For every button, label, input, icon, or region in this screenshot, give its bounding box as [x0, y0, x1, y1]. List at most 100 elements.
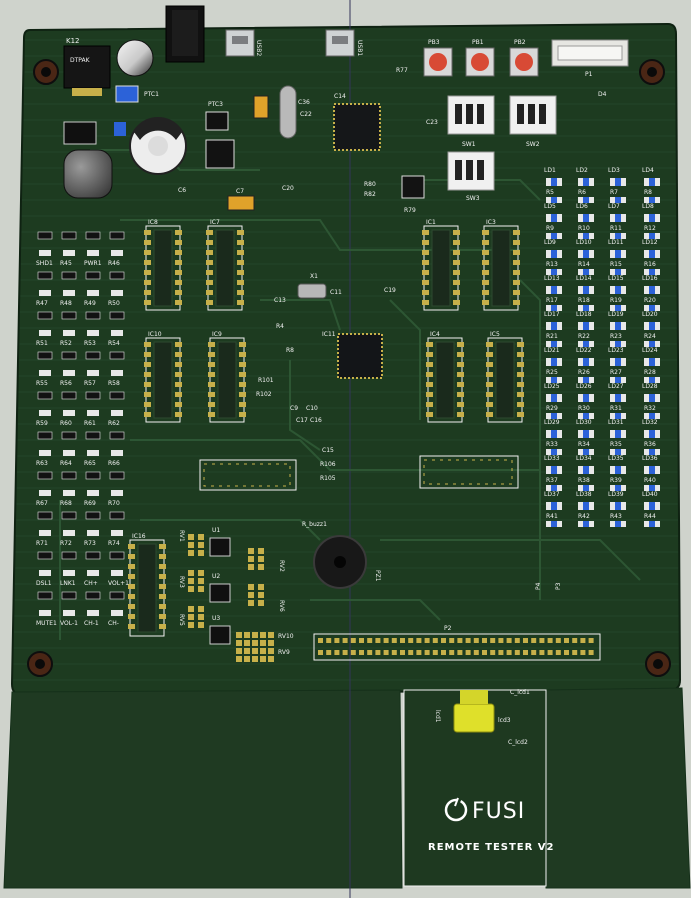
- resistor-label: R44: [644, 513, 656, 520]
- p2-pin: [432, 638, 438, 643]
- left-cell: R73: [84, 511, 101, 547]
- left-label: R70: [108, 500, 120, 507]
- p2-pin: [318, 650, 323, 655]
- label-dtpak: DTPAK: [70, 57, 91, 64]
- left-cell: R48: [60, 271, 77, 307]
- p2-pin: [572, 650, 578, 655]
- left-label: R54: [108, 340, 120, 347]
- fusi-logo: FUSI: [444, 797, 524, 824]
- left-label: R49: [84, 300, 96, 307]
- led-label: LD11: [608, 239, 624, 246]
- p2-pin: [498, 650, 504, 655]
- left-cell: DSL1: [36, 551, 53, 587]
- label-ic7: IC7: [210, 219, 220, 226]
- left-cell: R64: [60, 431, 77, 467]
- mounting-holes: [27, 59, 671, 677]
- resistor-label: R33: [546, 441, 558, 448]
- left-cell: R49: [84, 271, 101, 307]
- dip-ic9: IC9: [208, 331, 246, 423]
- dip-switch-sw3: SW3: [447, 151, 495, 202]
- label-ic11: IC11: [322, 331, 336, 338]
- resistor-label: R21: [546, 333, 558, 340]
- resistor-label: R18: [578, 297, 590, 304]
- label-ic5: IC5: [490, 331, 500, 338]
- led-label: LD38: [576, 491, 592, 498]
- dip-ic4: IC4: [426, 331, 464, 423]
- p2-pin: [514, 650, 520, 655]
- left-cell: R67: [36, 471, 53, 507]
- label-lcd3: lcd3: [498, 717, 511, 724]
- resistor-label: R34: [578, 441, 590, 448]
- p2-pin: [416, 638, 422, 643]
- p2-pin: [564, 650, 569, 655]
- label-k12: K12: [66, 37, 80, 45]
- led-label: LD21: [544, 347, 560, 354]
- left-cell: R58: [108, 351, 125, 387]
- pot-header-5: [248, 584, 264, 606]
- resistor-label: R30: [578, 405, 590, 412]
- label-pb3: PB3: [428, 39, 440, 46]
- left-label: SHD1: [36, 260, 53, 267]
- tantalum-cap-c2: [253, 95, 269, 119]
- left-cell: R50: [108, 271, 125, 307]
- led-label: LD31: [608, 419, 624, 426]
- p2-pin: [482, 638, 487, 643]
- resistor-label: R39: [610, 477, 622, 484]
- led-label: LD33: [544, 455, 560, 462]
- p2-pin: [473, 650, 479, 655]
- dip-ic16: IC16: [128, 533, 166, 637]
- resistor-label: R27: [610, 369, 622, 376]
- left-label: R67: [36, 500, 48, 507]
- left-cell: R45: [60, 231, 77, 267]
- resistor-label: R13: [546, 261, 558, 268]
- label-ic10: IC10: [148, 331, 162, 338]
- electrolytic-capacitor-top: [116, 39, 154, 77]
- label-r77: R77: [396, 67, 408, 74]
- p2-pin: [350, 638, 356, 643]
- led-label: LD34: [576, 455, 592, 462]
- left-label: VOL+1: [108, 580, 129, 587]
- led-label: LD24: [642, 347, 658, 354]
- crystal-top: C36: [279, 85, 310, 139]
- pot-header-4: [248, 548, 264, 570]
- left-cell: R57: [84, 351, 101, 387]
- label-c17: C17: [296, 417, 308, 424]
- p2-pin: [367, 650, 373, 655]
- left-label: PWR1: [84, 260, 102, 267]
- resistor-label: R15: [610, 261, 622, 268]
- led-label: LD15: [608, 275, 624, 282]
- label-usb2: USB2: [255, 40, 262, 56]
- connector-p1: P1 D4: [551, 39, 629, 98]
- p2-pin: [555, 638, 561, 643]
- dip-ic3: IC3: [482, 219, 520, 311]
- p2-pin: [359, 638, 364, 643]
- header-right-middle: [419, 455, 519, 489]
- p2-pin: [449, 638, 455, 643]
- left-label: R45: [60, 260, 72, 267]
- left-cell: CH-: [108, 591, 125, 627]
- regulator-k12: K12 DTPAK: [63, 37, 111, 96]
- left-cell: R51: [36, 311, 53, 347]
- led-label: LD5: [544, 203, 556, 210]
- left-cell: R60: [60, 391, 77, 427]
- label-r8: R8: [286, 347, 294, 354]
- p2-pin: [580, 650, 586, 655]
- resistor-label: R24: [644, 333, 656, 340]
- p2-pin: [416, 650, 422, 655]
- left-cell: R46: [108, 231, 125, 267]
- p2-pin: [482, 650, 487, 655]
- header-left-middle: [199, 459, 297, 491]
- connector-p2: P2: [313, 625, 601, 661]
